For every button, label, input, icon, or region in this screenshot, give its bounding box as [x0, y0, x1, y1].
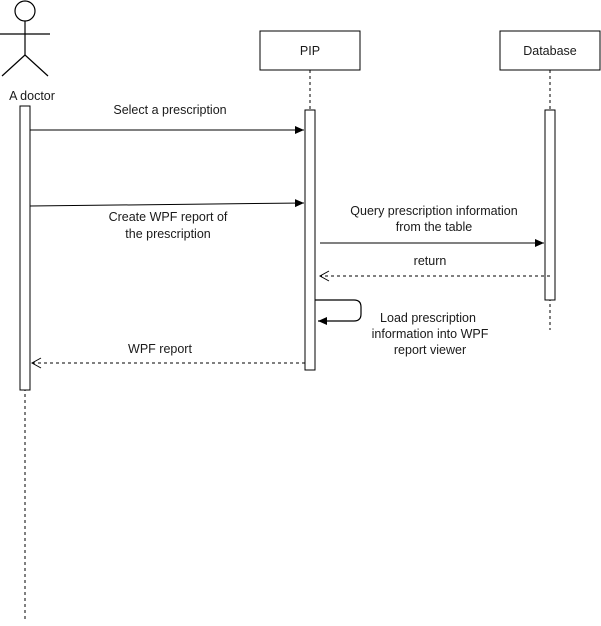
database-participant-label: Database [523, 44, 577, 58]
load-info-label-line2: information into WPF [372, 327, 489, 341]
create-report-label-line2: the prescription [125, 227, 211, 241]
database-activation-bar [544, 109, 556, 301]
create-report-arrow [29, 199, 305, 208]
load-info-label-line1: Load prescription [380, 311, 476, 325]
actor-left-leg [1, 54, 26, 77]
wpf-report-label: WPF report [128, 342, 192, 356]
database-participant-box [499, 30, 601, 71]
actor-figure [0, 0, 50, 77]
actor-label: A doctor [9, 89, 55, 103]
load-info-label-line3: report viewer [394, 343, 466, 357]
pip-activation-bar [304, 109, 316, 371]
pip-participant-label: PIP [300, 44, 320, 58]
actor-head [14, 0, 36, 22]
query-info-label-line2: from the table [396, 220, 472, 234]
query-info-label-line1: Query prescription information [350, 204, 517, 218]
create-report-label-line1: Create WPF report of [109, 210, 228, 224]
actor-activation-bar [19, 105, 31, 391]
actor-right-leg [24, 54, 49, 77]
load-info-self-arrow [315, 299, 362, 325]
pip-participant-box [259, 30, 361, 71]
select-prescription-label: Select a prescription [113, 103, 226, 117]
return-label: return [414, 254, 447, 268]
